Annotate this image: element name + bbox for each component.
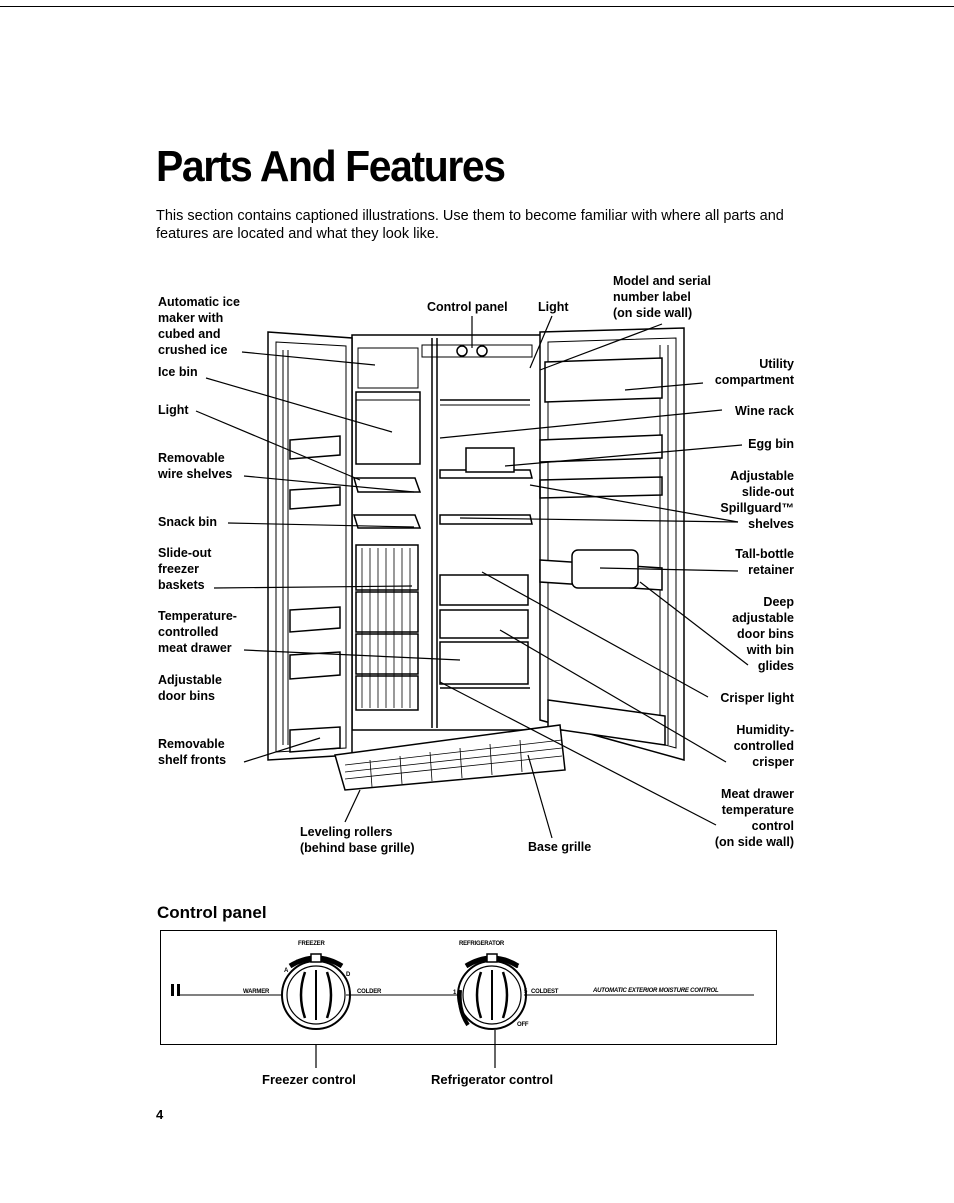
freezer-control-caption: Freezer control xyxy=(262,1072,356,1087)
control-panel-heading: Control panel xyxy=(157,903,267,922)
off-label: OFF xyxy=(517,1022,529,1028)
fridge-number-3: 3 xyxy=(466,963,470,969)
top-rule xyxy=(0,6,954,7)
callout-egg-bin: Egg bin xyxy=(748,437,794,451)
refrigerator-dial-label: REFRIGERATOR xyxy=(459,941,505,947)
callout-freezer-baskets: Slide-out freezer baskets xyxy=(158,546,212,592)
coldest-label: COLDEST xyxy=(531,989,559,995)
callout-shelf-fronts: Removable shelf fronts xyxy=(158,737,227,767)
callout-leveling-rollers: Leveling rollers (behind base grille) xyxy=(300,825,415,855)
callout-meat-drawer-control: Meat drawer temperature control (on side… xyxy=(714,787,794,849)
intro-paragraph: This section contains captioned illustra… xyxy=(156,208,784,242)
callout-wine-rack: Wine rack xyxy=(735,404,794,418)
freezer-letter-a: A xyxy=(284,968,289,974)
freezer-dial-label: FREEZER xyxy=(298,941,325,947)
warmer-label: WARMER xyxy=(243,989,270,995)
callout-wire-shelves: Removable wire shelves xyxy=(158,451,233,481)
colder-label: COLDER xyxy=(357,989,382,995)
freezer-letter-c: C xyxy=(336,962,341,968)
callout-base-grille: Base grille xyxy=(528,840,592,854)
callout-light-top: Light xyxy=(538,300,569,314)
callout-crisper-light: Crisper light xyxy=(720,691,794,705)
auto-moisture-label: AUTOMATIC EXTERIOR MOISTURE CONTROL xyxy=(593,988,719,994)
callout-adjustable-door-bins: Adjustable door bins xyxy=(158,673,222,703)
callout-model-serial: Model and serial number label (on side w… xyxy=(613,274,711,320)
page-title: Parts And Features xyxy=(156,142,506,191)
fridge-number-5: 5 xyxy=(524,989,528,995)
callout-spillguard-shelves: Adjustable slide-out Spillguard™ shelves xyxy=(720,469,794,531)
page-number: 4 xyxy=(156,1107,164,1122)
callout-control-panel: Control panel xyxy=(427,300,508,314)
callout-meat-drawer: Temperature- controlled meat drawer xyxy=(158,609,237,655)
freezer-letter-b: B xyxy=(296,960,301,966)
callout-snack-bin: Snack bin xyxy=(158,515,218,529)
callout-ice-maker: Automatic ice maker with cubed and crush… xyxy=(158,295,240,357)
control-panel-box xyxy=(160,930,777,1045)
fridge-number-4: 4 xyxy=(515,964,519,970)
callout-tall-bottle-retainer: Tall-bottle retainer xyxy=(735,547,794,577)
refrigerator-control-caption: Refrigerator control xyxy=(431,1072,554,1087)
callout-utility-compartment: Utility compartment xyxy=(714,357,794,387)
callout-light-left: Light xyxy=(158,403,189,417)
callout-deep-door-bins: Deep adjustable door bins with bin glide… xyxy=(732,595,794,673)
freezer-letter-d: D xyxy=(346,972,351,978)
fridge-number-1: 1 xyxy=(453,990,457,996)
callout-ice-bin: Ice bin xyxy=(158,365,198,379)
callout-humidity-crisper: Humidity- controlled crisper xyxy=(733,723,794,769)
